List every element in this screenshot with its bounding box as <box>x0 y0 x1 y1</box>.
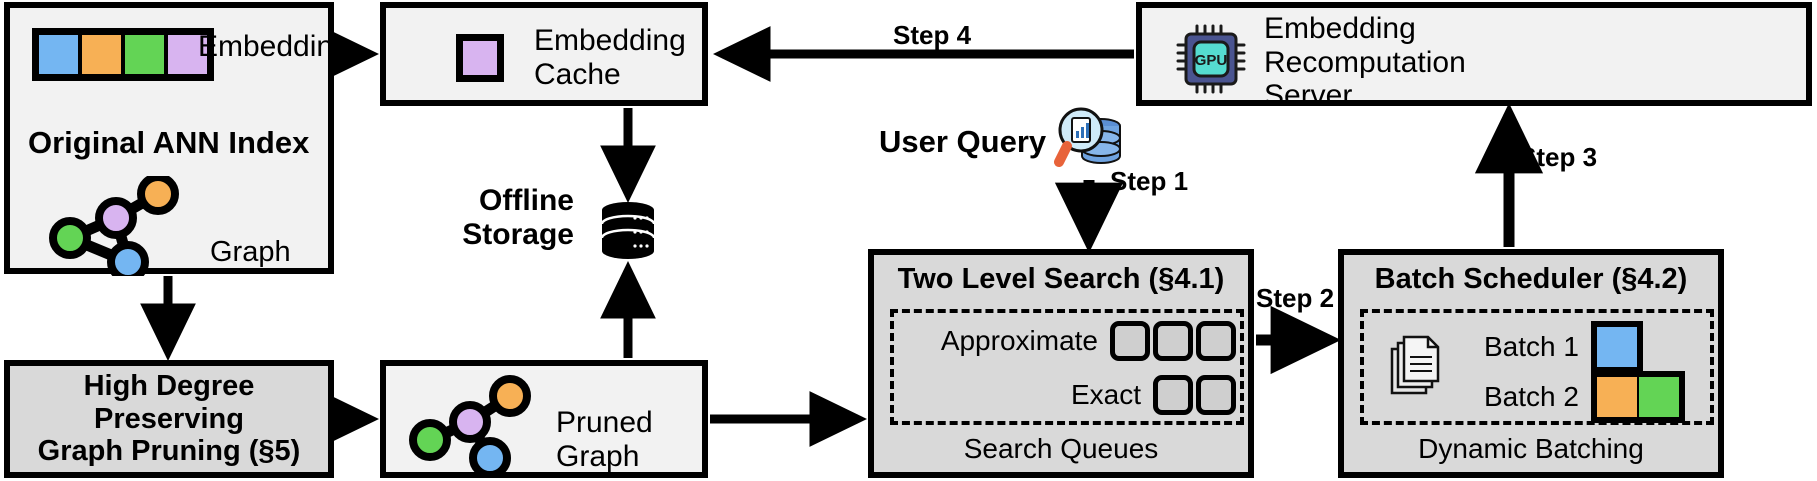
graph-node-green <box>49 217 91 259</box>
graph-pruning-box: High Degree Preserving Graph Pruning (§5… <box>4 360 334 478</box>
embedding-cache-box: Embedding Cache <box>380 2 708 106</box>
step-4-label: Step 4 <box>893 20 972 50</box>
original-ann-index-box: Embedding Original ANN Index Graph <box>4 2 350 276</box>
ann-graph-illustration <box>49 176 179 276</box>
embedding-swatch-blue <box>37 33 80 76</box>
pruned-node-purple <box>449 401 491 443</box>
step-3-label: Step 3 <box>1519 142 1598 172</box>
batch-chip-orange <box>1595 376 1638 418</box>
embedding-recomputation-server-box: GPU Embedding Recomputation Server <box>1136 2 1812 112</box>
two-level-search-title: Two Level Search (§4.1) <box>897 263 1225 295</box>
graph-node-purple <box>95 197 137 239</box>
step-2-label: Step 2 <box>1256 283 1335 313</box>
search-queues-footer: Search Queues <box>963 433 1159 464</box>
queue-slots-approximate <box>1110 321 1236 361</box>
batch-chip-blue <box>1595 326 1638 368</box>
search-queues-group: Approximate Exact <box>890 309 1244 425</box>
offline-storage-label: Offline Storage <box>462 184 574 251</box>
batch-chips-2 <box>1590 371 1685 423</box>
queue-label-approximate: Approximate <box>940 325 1098 356</box>
batch-row-1: Batch 1 <box>1484 321 1643 373</box>
queue-row-exact: Exact <box>906 375 1236 415</box>
recomputation-server-label: Embedding Recomputation Server <box>1264 12 1466 113</box>
database-cylinder-icon <box>600 202 656 259</box>
two-level-search-box: Two Level Search (§4.1) Approximate Exac… <box>868 249 1254 478</box>
batch-label-1: Batch 1 <box>1484 331 1579 362</box>
queue-slot[interactable] <box>1110 321 1150 361</box>
batch-chip-green <box>1637 376 1680 418</box>
pruned-node-green <box>409 419 451 461</box>
gpu-icon-text: GPU <box>1195 52 1228 69</box>
embedding-swatch-green <box>123 33 166 76</box>
queue-label-exact: Exact <box>1070 379 1141 410</box>
ann-index-title: Original ANN Index <box>28 125 310 160</box>
queue-slot[interactable] <box>1153 321 1193 361</box>
gpu-chip-icon: GPU <box>1176 24 1246 94</box>
graph-label: Graph <box>210 236 291 268</box>
embedding-label: Embedding <box>198 30 350 63</box>
magnifier-part <box>1054 107 1104 167</box>
graph-node-orange <box>137 176 179 215</box>
pruned-graph-illustration <box>409 375 531 474</box>
queue-slot[interactable] <box>1196 375 1236 415</box>
step-1-label: Step 1 <box>1110 166 1189 196</box>
graph-node-blue <box>107 241 149 276</box>
batch-label-2: Batch 2 <box>1484 381 1579 412</box>
embedding-swatch-purple <box>166 33 209 76</box>
cache-embedding-swatch <box>456 34 504 82</box>
batch-scheduler-title: Batch Scheduler (§4.2) <box>1374 263 1688 295</box>
graph-pruning-label: High Degree Preserving Graph Pruning (§5… <box>37 370 301 468</box>
embedding-swatch-orange <box>80 33 123 76</box>
dynamic-batching-group: Batch 1 Batch 2 <box>1360 309 1714 425</box>
pruned-node-orange <box>489 375 531 417</box>
pruned-graph-box: Pruned Graph <box>380 360 708 478</box>
dynamic-batching-footer: Dynamic Batching <box>1418 433 1644 464</box>
pruned-graph-label: Pruned Graph <box>556 406 653 473</box>
queue-slots-exact <box>1153 375 1236 415</box>
queue-slot[interactable] <box>1196 321 1236 361</box>
user-query-label: User Query <box>879 124 1047 159</box>
embedding-cache-label: Embedding Cache <box>534 24 686 91</box>
batch-row-2: Batch 2 <box>1484 371 1685 423</box>
batch-scheduler-box: Batch Scheduler (§4.2) Batch 1 <box>1338 249 1724 478</box>
documents-stack-icon <box>1390 335 1440 395</box>
queue-slot[interactable] <box>1153 375 1193 415</box>
magnifier-document-database-icon <box>1054 107 1121 167</box>
queue-row-approximate: Approximate <box>906 321 1236 361</box>
embedding-swatch-strip <box>32 28 214 81</box>
batch-chips-1 <box>1590 321 1643 373</box>
pruned-node-blue <box>469 437 511 474</box>
